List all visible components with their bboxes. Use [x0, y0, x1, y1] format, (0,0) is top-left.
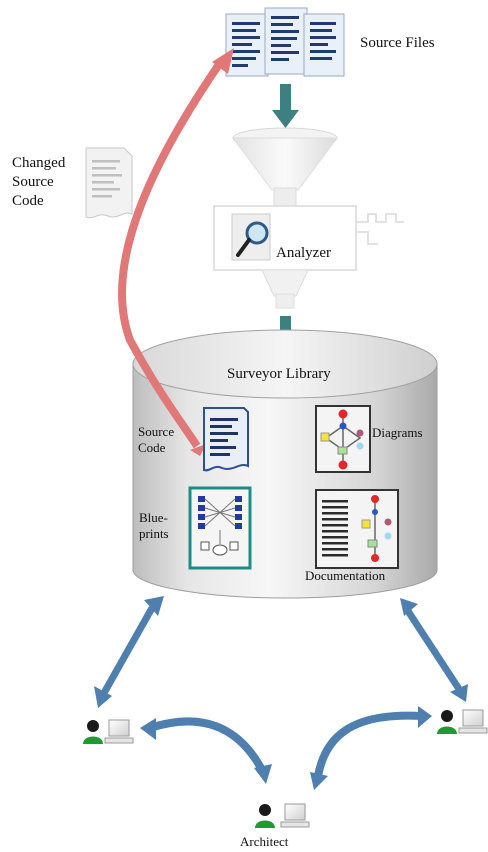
computer-icon [280, 803, 310, 828]
user-left [83, 719, 134, 744]
user-icon [255, 804, 275, 828]
diagrams-label: Diagrams [372, 425, 423, 440]
user-icon [83, 720, 103, 744]
access-arrow-bottom-left [140, 717, 272, 784]
source-files-label: Source Files [360, 35, 435, 51]
computer-icon [458, 709, 488, 734]
changed-source-code-label: Changed Source Code [12, 154, 65, 210]
blueprints-label: Blue- prints [139, 510, 169, 543]
source-code-label-line: Code [138, 440, 166, 456]
user-icon [437, 710, 457, 734]
computer-icon [104, 719, 134, 744]
architect-user [255, 803, 310, 828]
documentation-icon [315, 489, 399, 569]
funnel-icon [232, 127, 338, 207]
blueprints-label-line: prints [139, 526, 169, 542]
analyzer-outlet [261, 269, 309, 309]
source-code-document-icon [203, 407, 249, 472]
access-arrow-right [400, 598, 468, 702]
magnifier-icon [231, 213, 271, 261]
blueprints-label-line: Blue- [139, 510, 168, 525]
blueprint-icon [188, 486, 252, 570]
documentation-label: Documentation [305, 568, 386, 583]
access-arrow-bottom-right [310, 706, 432, 790]
changed-source-code-label-line: Source [12, 173, 54, 190]
changed-source-code-label-line: Changed [12, 155, 66, 171]
document-stack-icon [225, 7, 345, 77]
source-code-label: Source Code [138, 424, 174, 457]
document-icon [85, 147, 133, 219]
user-right [437, 709, 488, 734]
diagram-icon [315, 405, 371, 473]
source-code-label-line: Source [138, 424, 175, 439]
flow-arrow-to-funnel [272, 84, 299, 128]
library-title: Surveyor Library [227, 366, 331, 382]
architect-label: Architect [240, 834, 289, 849]
changed-source-code-label-line: Code [12, 192, 44, 209]
change-arrow [118, 48, 234, 456]
access-arrow-left [94, 596, 164, 708]
analyzer-label: Analyzer [276, 245, 331, 261]
